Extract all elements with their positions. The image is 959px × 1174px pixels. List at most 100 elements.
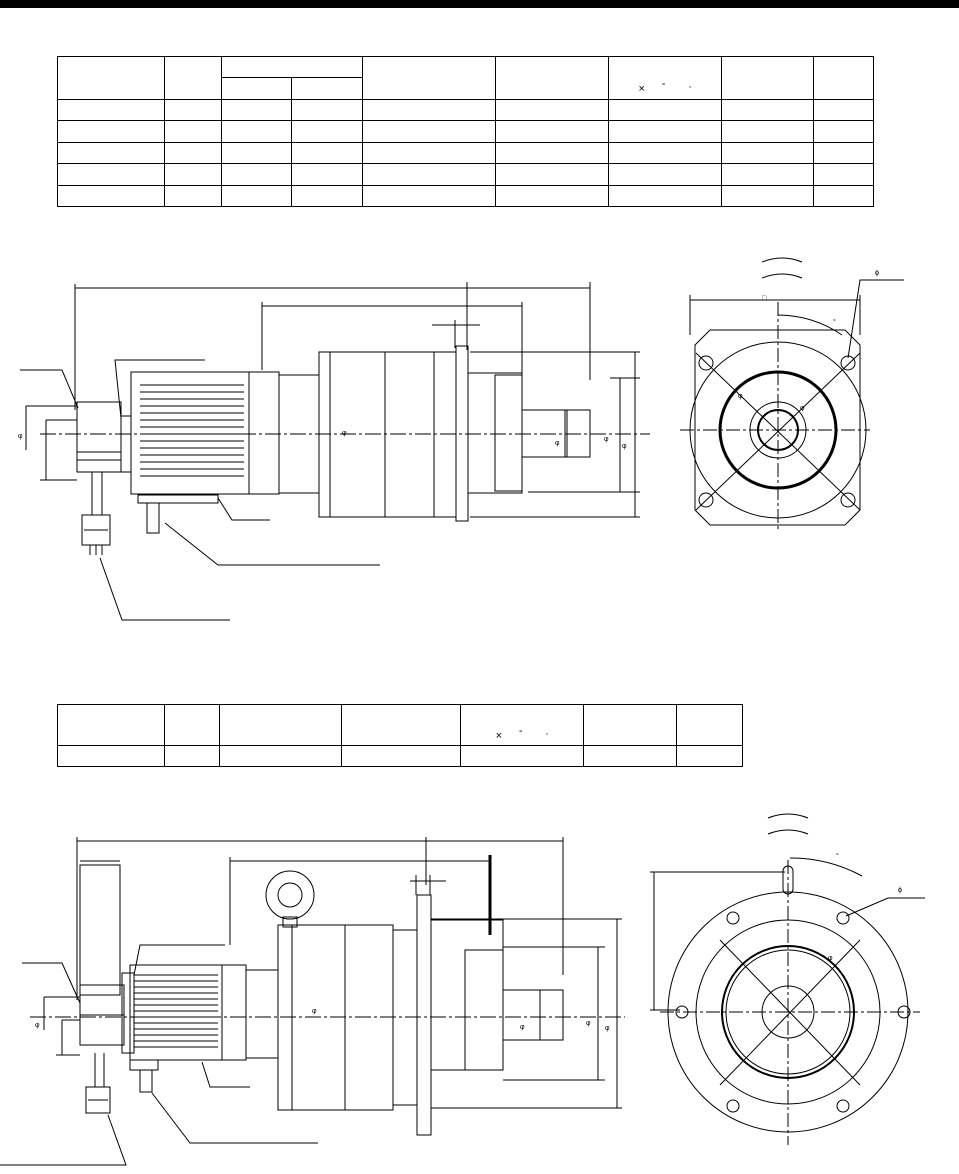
phi-label: φ <box>555 440 560 447</box>
output-hub <box>430 919 504 1071</box>
motor-side-view-1: φ φ φ φ φ <box>18 282 650 621</box>
leader-line <box>164 522 380 566</box>
dot-mark: · <box>545 727 549 740</box>
table-cell <box>608 141 723 165</box>
phi-label: φ <box>35 1022 40 1029</box>
times-mark: × <box>638 83 645 96</box>
table-cell <box>721 98 815 122</box>
table-cell <box>290 184 363 208</box>
mounting-hole <box>698 355 714 371</box>
times-mark: × <box>495 729 503 742</box>
table-cell <box>290 98 363 122</box>
table-cell <box>218 745 342 767</box>
phi-label: ϕ <box>875 270 879 277</box>
phi-label: φ <box>800 405 805 412</box>
table-cell <box>583 745 678 767</box>
leader-line <box>133 944 225 976</box>
table-cell <box>460 745 585 767</box>
motor-front-view-2: ° ϕ φ <box>650 813 925 1145</box>
table-cell <box>340 745 462 767</box>
table-cell <box>361 184 497 208</box>
header-cell-inertia: × - · <box>460 704 585 746</box>
leader-line <box>0 1114 127 1166</box>
output-flange <box>416 894 432 1136</box>
header-cell <box>218 704 342 746</box>
table-cell <box>608 184 723 208</box>
table-cell <box>290 141 363 165</box>
leader-line <box>151 1092 318 1144</box>
table-cell <box>721 184 815 208</box>
motor-flange <box>221 964 247 1061</box>
header-cell <box>220 55 363 79</box>
motor-flange <box>248 371 280 495</box>
top-rule <box>0 0 959 8</box>
table-cell <box>220 141 292 165</box>
table-cell <box>220 184 292 208</box>
table-cell <box>608 98 723 122</box>
header-cell <box>583 704 678 746</box>
header-subcell <box>220 77 292 100</box>
diagonal-line <box>719 939 861 1086</box>
table-cell <box>608 163 723 186</box>
motor-foot <box>137 494 219 504</box>
leader-line <box>201 1061 250 1088</box>
phi-label: φ <box>738 393 743 400</box>
output-shaft <box>502 989 564 1041</box>
table-cell <box>220 98 292 122</box>
table-cell <box>57 120 165 143</box>
phi-label: φ <box>605 1025 610 1032</box>
table-cell <box>495 98 610 122</box>
table-cell <box>721 163 815 186</box>
motor-side-view-2: φ φ φ φ φ <box>0 837 625 1166</box>
table-cell <box>163 98 222 122</box>
table-cell <box>361 120 497 143</box>
motor-front-view-1: □ ϕ ° φ φ <box>680 257 904 530</box>
phi-label: φ <box>622 443 627 450</box>
header-cell <box>163 704 220 746</box>
table-cell <box>813 184 874 208</box>
angle-arc <box>789 857 863 877</box>
table-cell <box>676 745 743 767</box>
table-cell <box>361 141 497 165</box>
mounting-hole <box>836 1099 850 1113</box>
power-cable <box>146 502 160 534</box>
leader-line <box>99 557 230 621</box>
header-cell <box>57 56 165 100</box>
header-cell-inertia: × - · <box>608 56 723 100</box>
rotation-arrow <box>767 829 809 835</box>
header-cell <box>163 56 222 100</box>
degree-mark: ° <box>833 318 836 326</box>
eye-bolt <box>265 870 315 920</box>
leader-line <box>20 369 79 409</box>
table-cell <box>163 184 222 208</box>
leader-line <box>114 359 205 419</box>
table-cell <box>163 120 222 143</box>
spec-table-1: × - · <box>57 55 874 208</box>
table-cell <box>495 184 610 208</box>
table-cell <box>608 120 723 143</box>
leader-line <box>845 897 925 917</box>
table-cell <box>220 163 292 186</box>
coupling-housing <box>245 969 279 1059</box>
table-cell <box>495 141 610 165</box>
phi-label: φ <box>586 1020 591 1027</box>
table-cell <box>163 163 222 186</box>
mounting-hole <box>726 911 740 925</box>
motor-body <box>129 964 223 1061</box>
spec-table-2: × - · <box>57 704 743 767</box>
header-cell <box>721 56 815 100</box>
rotation-arrow <box>761 273 803 279</box>
power-cable <box>139 1069 153 1093</box>
table-cell <box>57 98 165 122</box>
table-cell <box>220 120 292 143</box>
table-cell <box>57 163 165 186</box>
leader-line <box>217 497 270 521</box>
table-cell <box>163 141 222 165</box>
phi-label: φ <box>604 436 609 443</box>
encoder-support <box>79 864 121 996</box>
phi-label: φ <box>312 1008 317 1015</box>
table-cell <box>361 98 497 122</box>
leader-line <box>847 279 904 359</box>
mounting-hole <box>726 1099 740 1113</box>
cooling-fins <box>134 974 218 1048</box>
